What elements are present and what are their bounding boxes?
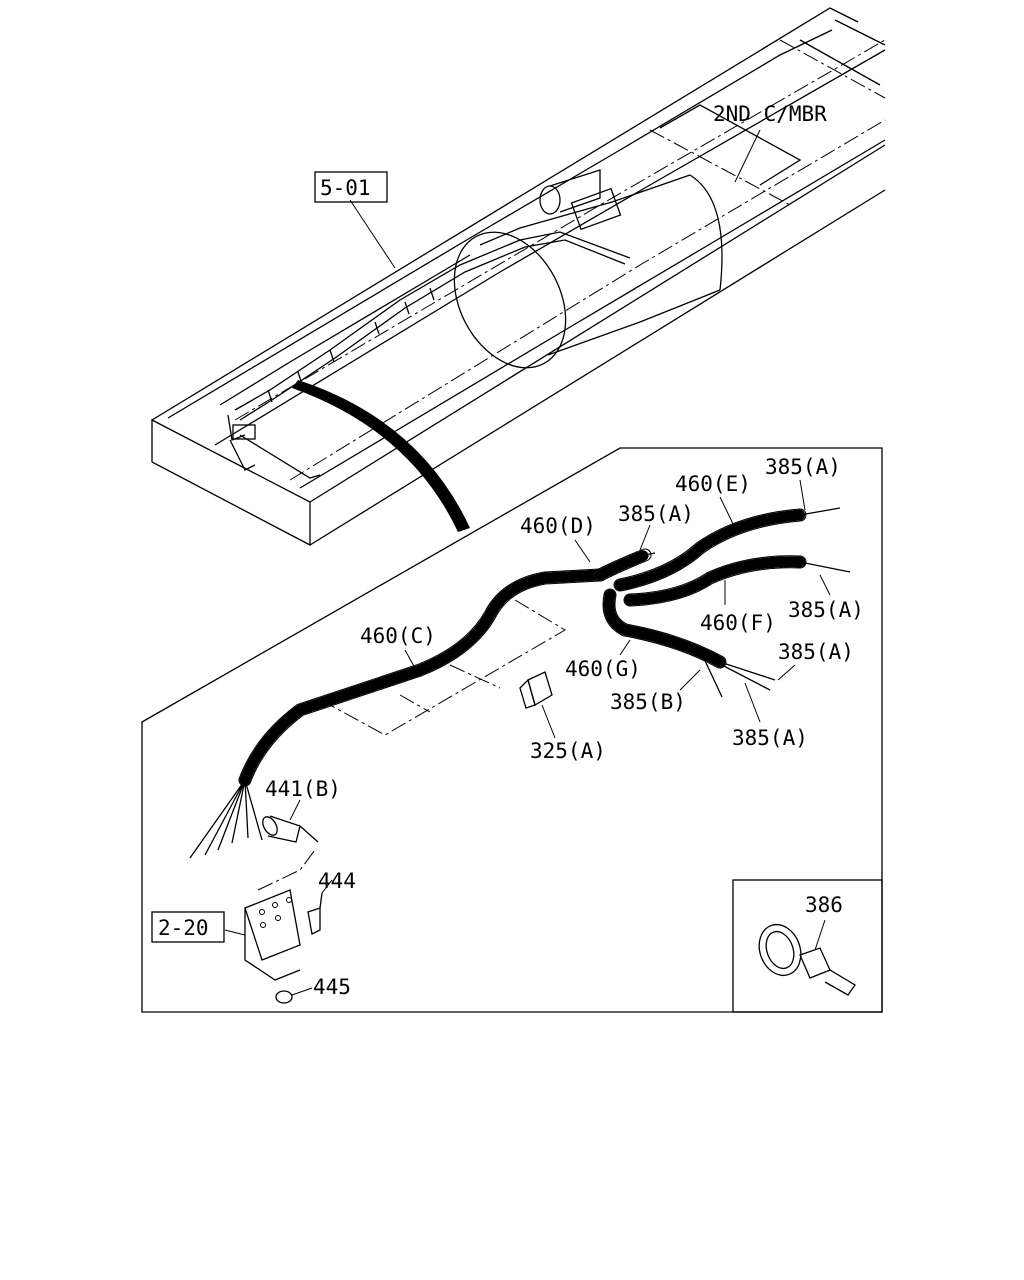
callout-460e: 460(E) — [675, 472, 751, 496]
callout-445: 445 — [313, 975, 351, 999]
callout-460f: 460(F) — [700, 611, 776, 635]
callout-leaders — [404, 479, 831, 723]
ref-2-20-box — [151, 911, 225, 943]
callout-385b: 385(B) — [610, 690, 686, 714]
clip-inset-box — [732, 879, 883, 1013]
frame-assembly-illustration — [151, 7, 886, 547]
callout-385a-1: 385(A) — [618, 502, 694, 526]
callout-385a-3: 385(A) — [788, 598, 864, 622]
callout-441b: 441(B) — [265, 777, 341, 801]
second-crossmember-label: 2ND C/MBR — [713, 102, 827, 126]
detail-panel-border — [141, 447, 883, 1013]
clip-386-illustration — [758, 919, 856, 996]
callout-385a-2: 385(A) — [765, 455, 841, 479]
callout-460g: 460(G) — [565, 657, 641, 681]
callout-385a-4: 385(A) — [778, 640, 854, 664]
callout-444: 444 — [318, 869, 356, 893]
callout-385a-5: 385(A) — [732, 726, 808, 750]
callout-460d: 460(D) — [520, 514, 596, 538]
connector-441b-illustration — [262, 799, 319, 843]
ref-2-20-label: 2-20 — [158, 916, 209, 940]
ref-5-01-box — [314, 171, 388, 203]
callout-386: 386 — [805, 893, 843, 917]
corrugated-harness — [189, 507, 851, 859]
callout-460c: 460(C) — [360, 624, 436, 648]
bracket-assembly-illustration — [224, 849, 333, 1004]
ref-5-01-label: 5-01 — [320, 176, 371, 200]
clip-325a-illustration — [519, 671, 556, 739]
callout-325a: 325(A) — [530, 739, 606, 763]
